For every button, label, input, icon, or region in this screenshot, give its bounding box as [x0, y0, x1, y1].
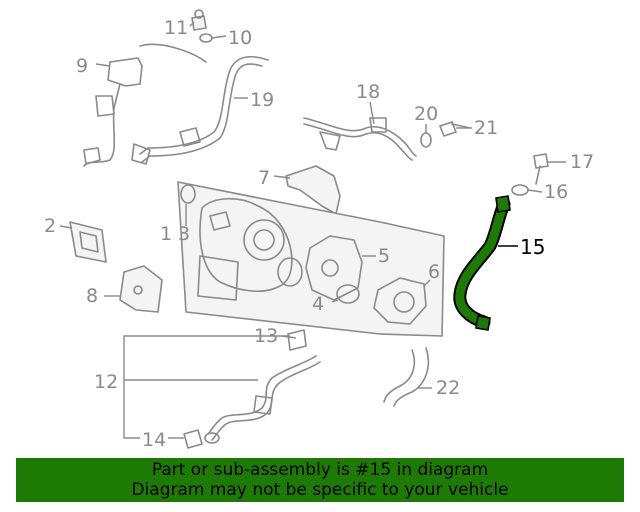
- part-13-fitting: [287, 329, 307, 351]
- label-10: 10: [228, 27, 252, 49]
- info-banner: Part or sub-assembly is #15 in diagram D…: [16, 458, 624, 502]
- part-17-bolt: [533, 153, 549, 185]
- label-19: 19: [250, 89, 274, 111]
- part-10-washer: [199, 33, 213, 43]
- label-6: 6: [428, 261, 440, 283]
- part-18-pipe: [303, 117, 417, 161]
- banner-line-2: Diagram may not be specific to your vehi…: [131, 480, 509, 500]
- part-5-actuator: [305, 235, 363, 301]
- label-15: 15: [520, 235, 545, 259]
- part-8-bracket: [119, 265, 163, 313]
- part-16-washer: [511, 184, 529, 196]
- label-9: 9: [76, 55, 88, 77]
- label-1: 1: [160, 223, 172, 245]
- part-1-turbocharger: [197, 197, 303, 301]
- label-21: 21: [474, 117, 498, 139]
- part-19-pipe: [131, 56, 269, 165]
- part-1-panel: [177, 181, 445, 337]
- label-13: 13: [254, 325, 278, 347]
- label-5: 5: [378, 245, 390, 267]
- part-14-flange: [183, 429, 220, 449]
- label-16: 16: [544, 181, 568, 203]
- label-17: 17: [570, 151, 594, 173]
- label-18: 18: [356, 81, 380, 103]
- label-8: 8: [86, 285, 98, 307]
- banner-line-1: Part or sub-assembly is #15 in diagram: [151, 460, 489, 480]
- label-11: 11: [164, 17, 188, 39]
- part-4-gasket: [336, 284, 360, 304]
- label-20: 20: [414, 103, 438, 125]
- part-15-hose: [453, 195, 511, 331]
- label-22: 22: [436, 377, 460, 399]
- leader-lines: [59, 21, 566, 439]
- callouts: 11 10 9 19 18 20 21 17 16 7 2 1 3 5 6 8 …: [44, 17, 594, 451]
- part-6-housing: [373, 277, 427, 325]
- label-12: 12: [94, 371, 118, 393]
- label-4: 4: [312, 293, 324, 315]
- label-3: 3: [178, 223, 190, 245]
- label-7: 7: [258, 167, 270, 189]
- label-14: 14: [142, 429, 166, 451]
- part-11-sensor: [191, 9, 207, 31]
- part-12-pipe: [207, 355, 321, 441]
- part-20-washer: [420, 132, 432, 148]
- part-21-bolt: [439, 121, 471, 137]
- part-2-gasket: [69, 221, 107, 263]
- part-9-bracket: [83, 43, 207, 167]
- label-2: 2: [44, 215, 56, 237]
- part-22-hose: [383, 347, 430, 407]
- part-3-gasket: [180, 184, 196, 204]
